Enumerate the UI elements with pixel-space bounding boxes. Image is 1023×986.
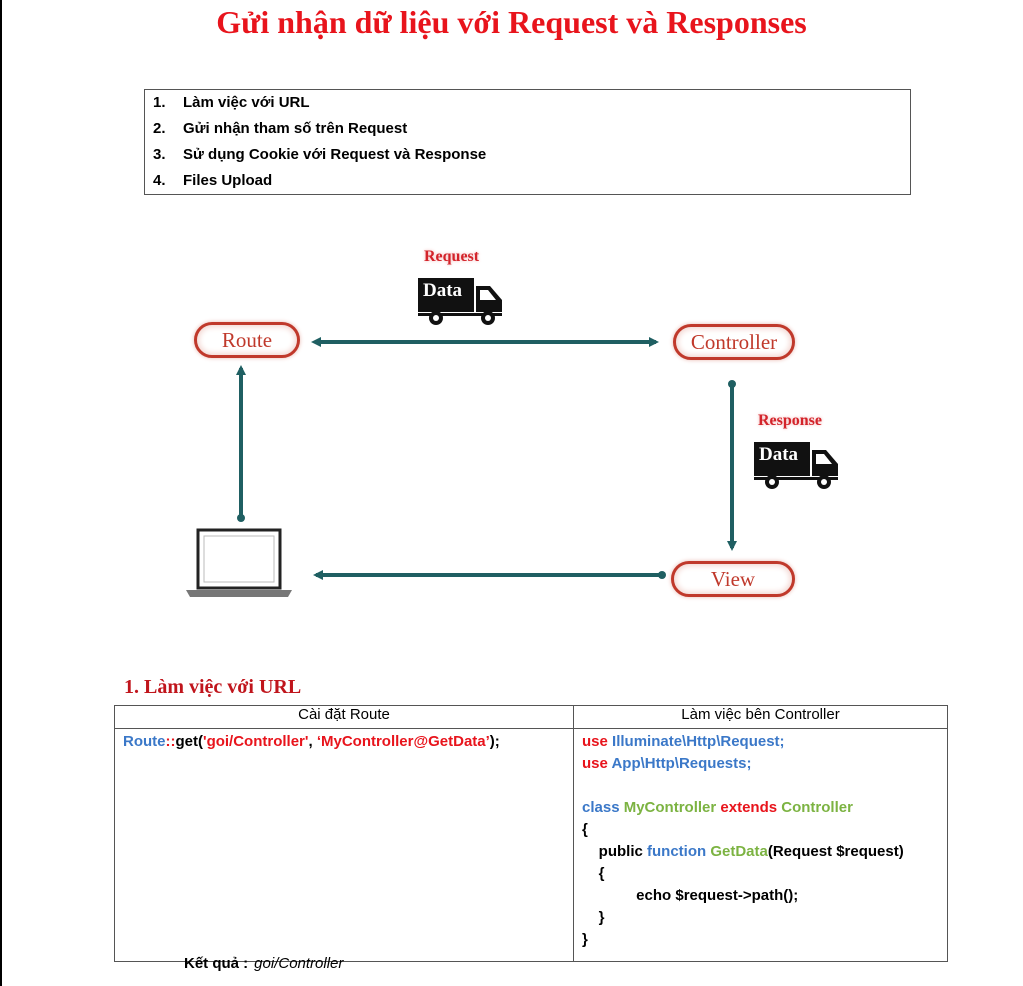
truck-data-text: Data (759, 444, 799, 465)
route-node: Route (194, 322, 300, 358)
code-line: } (582, 931, 588, 948)
code-table: Cài đặt Route Làm việc bên Controller Ro… (114, 705, 948, 962)
request-response-diagram: Route Controller View Request Response D… (186, 248, 840, 597)
toc-item: 3.Sử dụng Cookie với Request và Response (153, 146, 487, 163)
code-line: public function GetData(Request $request… (582, 843, 904, 860)
view-node: View (671, 561, 795, 597)
toc-item: 4.Files Upload (153, 172, 273, 189)
code-line: { (582, 865, 605, 882)
truck-icon: Data (754, 440, 840, 495)
page-title: Gửi nhận dữ liệu với Request và Response… (216, 4, 807, 40)
table-of-contents: 1.Làm việc với URL 2.Gửi nhận tham số tr… (144, 89, 911, 195)
route-code-cell: Route::get('goi/Controller', ‘MyControll… (114, 728, 574, 962)
code-line: class MyController extends Controller (582, 799, 853, 816)
result-value: goi/Controller (254, 955, 344, 972)
result-line: Kết quả : goi/Controller (184, 955, 343, 972)
request-label: Request (424, 248, 480, 265)
code-line: use App\Http\Requests; (582, 755, 752, 772)
page-left-border (0, 0, 2, 986)
toc-item: 2.Gửi nhận tham số trên Request (153, 120, 408, 137)
route-code-line: Route::get('goi/Controller', ‘MyControll… (123, 733, 500, 750)
code-line: use Illuminate\Http\Request; (582, 733, 785, 750)
laptop-icon (186, 528, 292, 597)
controller-node: Controller (673, 324, 795, 360)
code-line: echo $request->path(); (582, 887, 799, 904)
diagram-arrows (186, 337, 737, 597)
code-line: } (582, 909, 605, 926)
column-header-controller: Làm việc bên Controller (573, 705, 948, 729)
code-line: { (582, 821, 588, 838)
result-label: Kết quả : (184, 955, 249, 972)
column-header-route: Cài đặt Route (114, 705, 574, 729)
truck-icon: Data (418, 276, 504, 331)
response-label: Response (758, 412, 823, 429)
toc-item: 1.Làm việc với URL (153, 94, 310, 111)
truck-data-text: Data (423, 280, 463, 301)
section-heading: 1. Làm việc với URL (124, 676, 302, 698)
code-line-blank (582, 777, 939, 799)
controller-code-cell: use Illuminate\Http\Request; use App\Htt… (573, 728, 948, 962)
